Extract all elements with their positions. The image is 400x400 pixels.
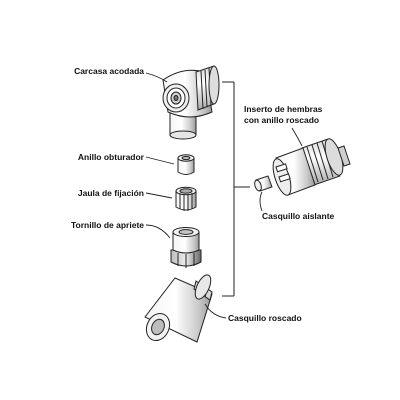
label-anillo-obturador: Anillo obturador <box>77 152 144 162</box>
leader-casquillo-aislante <box>259 191 263 212</box>
threaded-sleeve-part <box>144 274 213 343</box>
leader-lines <box>145 72 303 319</box>
label-tornillo-de-apriete: Tornillo de apriete <box>70 220 144 230</box>
leader-inserto <box>291 127 303 147</box>
female-insert-part <box>272 138 351 196</box>
label-inserto-line2: con anillo roscado <box>244 115 320 125</box>
label-inserto-line1: Inserto de hembras <box>244 104 323 114</box>
leader-tornillo <box>145 224 171 239</box>
leader-casquillo-roscado <box>204 303 227 319</box>
leader-carcasa <box>145 72 168 83</box>
sealing-ring-part <box>177 154 195 175</box>
leader-anillo <box>145 156 175 165</box>
label-casquillo-aislante: Casquillo aislante <box>262 211 335 221</box>
label-casquillo-roscado: Casquillo roscado <box>228 313 302 323</box>
clamping-cage-part <box>175 186 197 211</box>
elbow-housing-part <box>162 65 220 140</box>
insulating-sleeve-part <box>254 175 273 192</box>
group-bracket <box>222 81 250 297</box>
label-carcasa-acodada: Carcasa acodada <box>74 66 144 76</box>
label-jaula-de-fijacion: Jaula de fijación <box>77 188 144 198</box>
clamping-screw-part <box>170 227 202 268</box>
leader-jaula <box>145 192 173 199</box>
